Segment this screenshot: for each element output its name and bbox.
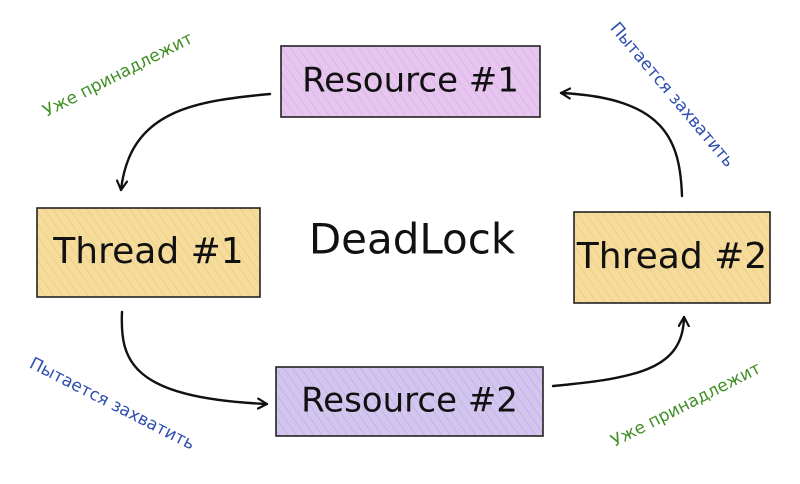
thread-2-node: Thread #2 bbox=[573, 211, 771, 304]
diagram-title: DeadLock bbox=[309, 215, 516, 264]
edge-resource1-to-thread1 bbox=[121, 92, 272, 192]
resource-1-node: Resource #1 bbox=[280, 45, 541, 118]
edge-label-acquire-bottom: Пытается захватить bbox=[26, 354, 198, 455]
edge-resource2-to-thread2 bbox=[551, 315, 684, 388]
thread-2-label: Thread #2 bbox=[576, 236, 767, 277]
resource-2-node: Resource #2 bbox=[275, 366, 544, 437]
edge-label-acquire-top: Пытается захватить bbox=[606, 19, 739, 172]
thread-1-node: Thread #1 bbox=[36, 207, 261, 298]
edge-thread2-to-resource1 bbox=[559, 93, 684, 198]
edge-label-owned-top: Уже принадлежит bbox=[40, 29, 197, 122]
edge-thread1-to-resource2 bbox=[120, 310, 269, 404]
edge-label-owned-bottom: Уже принадлежит bbox=[608, 359, 765, 452]
thread-1-label: Thread #1 bbox=[52, 231, 243, 272]
resource-2-label: Resource #2 bbox=[301, 381, 518, 421]
resource-1-label: Resource #1 bbox=[302, 61, 519, 101]
